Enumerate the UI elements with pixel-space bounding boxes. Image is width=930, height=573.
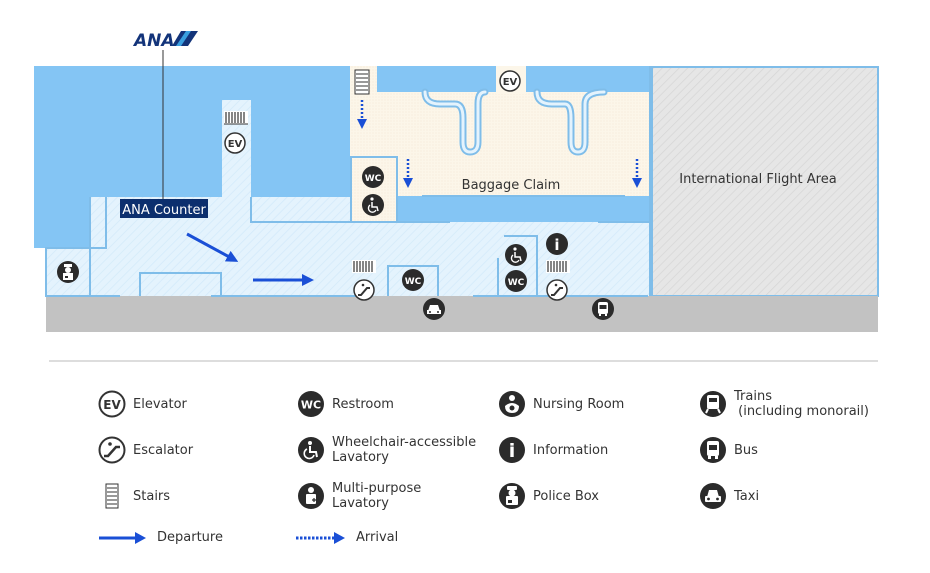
ana-logo: ANA <box>132 31 198 51</box>
arrival-arrow-icon <box>296 531 346 545</box>
bus-icon <box>592 298 614 320</box>
legend-restroom: WC Restroom <box>296 389 394 419</box>
restroom-icon: WC <box>505 270 527 292</box>
svg-text:ANA: ANA <box>132 31 175 51</box>
svg-text:WC: WC <box>405 277 422 287</box>
legend-taxi: Taxi <box>698 481 759 511</box>
legend-label: Restroom <box>332 396 394 412</box>
restroom-icon: WC <box>362 166 384 188</box>
wheelchair-icon <box>362 194 384 216</box>
legend-label: Nursing Room <box>533 396 625 412</box>
train-icon <box>698 389 728 419</box>
legend-arrival: Arrival <box>296 530 398 545</box>
escalator-icon <box>97 435 127 465</box>
taxi-icon <box>423 298 445 320</box>
escalator-steps-icon <box>224 111 248 125</box>
legend-label: Information <box>533 442 609 458</box>
legend-label-line: Wheelchair-accessible <box>332 435 477 450</box>
police-box-icon <box>497 481 527 511</box>
legend-label: Escalator <box>133 442 194 458</box>
legend-trains: Trains (including monorail) <box>698 389 869 419</box>
walls <box>45 66 652 297</box>
baggage-claim-label: Baggage Claim <box>462 178 561 193</box>
legend-label: Stairs <box>133 488 171 504</box>
legend-label: Departure <box>157 530 223 545</box>
departure-arrow-icon <box>99 531 147 545</box>
svg-text:EV: EV <box>103 398 121 412</box>
legend-elevator: EV Elevator <box>97 389 187 419</box>
svg-text:i: i <box>554 236 559 254</box>
bus-icon <box>698 435 728 465</box>
counter-label[interactable]: ANA Counter <box>122 203 206 218</box>
departure-lobby <box>46 100 652 296</box>
legend-label-line: Trains <box>734 389 772 404</box>
legend-information: i Information <box>497 435 608 465</box>
legend-label: Elevator <box>133 396 187 412</box>
legend-label-line: Lavatory <box>332 496 389 511</box>
svg-text:WC: WC <box>365 174 382 184</box>
escalator-icon <box>546 279 568 301</box>
departure-arrow <box>186 232 239 262</box>
legend-label-line: Lavatory <box>332 450 389 465</box>
nursing-room-icon <box>497 389 527 419</box>
legend-label: Taxi <box>734 488 760 504</box>
escalator-steps-icon <box>546 260 570 273</box>
legend-label-line: Multi-purpose <box>332 481 422 496</box>
legend-escalator: Escalator <box>97 435 193 465</box>
svg-text:WC: WC <box>301 399 321 412</box>
stairs-icon <box>97 481 127 511</box>
svg-text:EV: EV <box>228 139 243 150</box>
baggage-claim-area <box>350 92 652 196</box>
information-icon: i <box>497 435 527 465</box>
svg-text:i: i <box>509 440 516 462</box>
legend-label: Bus <box>734 442 758 458</box>
legend-label: Arrival <box>356 530 399 545</box>
wheelchair-icon <box>296 435 326 465</box>
svg-text:EV: EV <box>503 77 518 88</box>
international-area-label: International Flight Area <box>679 172 836 187</box>
wheelchair-icon <box>505 244 527 266</box>
legend-label: Police Box <box>533 488 599 504</box>
elevator-icon: EV <box>224 132 246 154</box>
legend-departure: Departure <box>99 530 223 545</box>
restroom-icon: WC <box>402 269 424 291</box>
legend-label-line: (including monorail) <box>734 404 869 419</box>
international-flight-area <box>651 66 879 297</box>
taxi-icon <box>698 481 728 511</box>
restroom-icon: WC <box>296 389 326 419</box>
svg-text:WC: WC <box>508 278 525 288</box>
police-box-icon <box>57 261 79 283</box>
legend-bus: Bus <box>698 435 758 465</box>
elevator-icon: EV <box>97 389 127 419</box>
escalator-icon <box>353 279 375 301</box>
road <box>46 296 878 332</box>
elevator-icon: EV <box>499 70 521 92</box>
escalator-steps-icon <box>352 260 376 273</box>
legend-police: Police Box <box>497 481 599 511</box>
multipurpose-lavatory-icon <box>296 481 326 511</box>
legend-nursing: Nursing Room <box>497 389 624 419</box>
legend-label: Trains (including monorail) <box>734 389 869 419</box>
counter-label-bg <box>120 199 208 218</box>
information-icon: i <box>546 233 568 255</box>
legend-stairs: Stairs <box>97 481 170 511</box>
stairs-icon <box>354 69 370 95</box>
